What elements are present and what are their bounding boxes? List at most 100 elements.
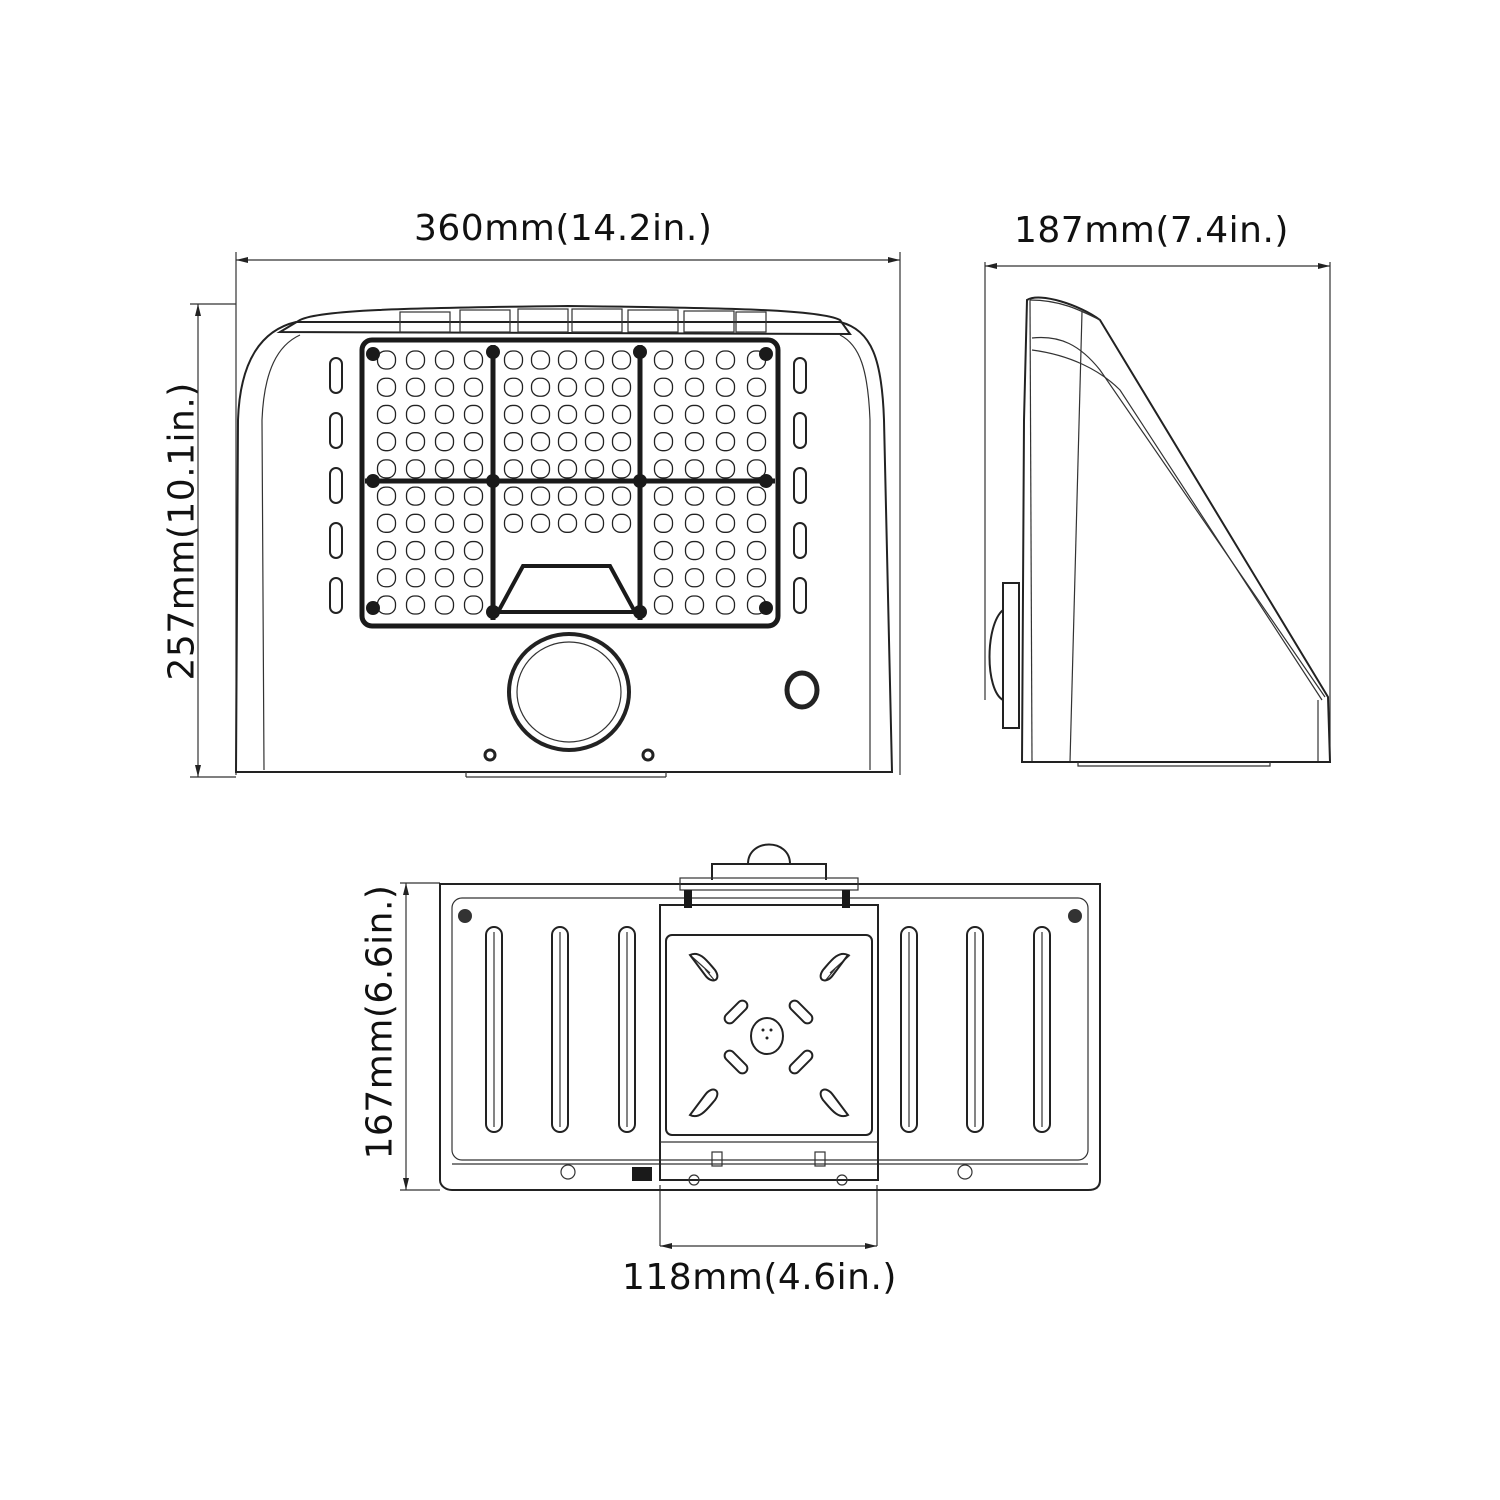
- led-chip: [530, 486, 551, 506]
- side-view: [988, 296, 1332, 767]
- led-chip: [584, 486, 605, 506]
- led-chip: [434, 540, 455, 561]
- led-chip: [653, 459, 674, 479]
- led-chip: [746, 568, 767, 588]
- led-chip: [557, 486, 578, 506]
- led-chip: [503, 513, 524, 533]
- side-depth-dimension-line: [984, 262, 1331, 762]
- led-chip: [463, 404, 484, 425]
- photocell: [784, 670, 820, 710]
- led-chip: [376, 459, 397, 479]
- led-chip: [715, 350, 736, 370]
- led-chip: [503, 350, 524, 370]
- led-chip: [503, 377, 524, 397]
- led-chip: [463, 540, 484, 561]
- led-chip: [463, 459, 484, 479]
- led-chip: [434, 459, 455, 479]
- led-chip: [715, 540, 736, 561]
- led-chip: [503, 459, 524, 479]
- led-chip: [463, 568, 484, 588]
- bracket-width-dimension-line: [659, 1185, 878, 1249]
- led-chip: [584, 377, 605, 397]
- front-view: [234, 304, 894, 778]
- led-chip: [715, 404, 736, 425]
- led-chip: [653, 568, 674, 588]
- led-chip: [434, 350, 455, 370]
- led-chip: [715, 486, 736, 506]
- led-chip: [746, 486, 767, 506]
- led-chip: [684, 540, 705, 561]
- led-chip: [376, 513, 397, 533]
- side-depth-label: 187mm(7.4in.): [1014, 210, 1289, 251]
- led-chip: [653, 486, 674, 506]
- front-sensor-lens: [507, 632, 631, 752]
- led-chip: [611, 350, 632, 370]
- led-chip: [653, 540, 674, 561]
- led-chip: [503, 486, 524, 506]
- led-chip: [376, 404, 397, 425]
- led-chip: [715, 377, 736, 397]
- led-chip: [557, 432, 578, 452]
- mounting-bracket: [659, 904, 879, 1181]
- led-chip: [715, 568, 736, 588]
- led-chip: [405, 486, 426, 506]
- led-chip: [684, 486, 705, 506]
- led-chip: [653, 432, 674, 452]
- led-chip: [584, 459, 605, 479]
- bottom-view: [439, 843, 1101, 1191]
- led-chip: [746, 540, 767, 561]
- led-chip: [557, 404, 578, 425]
- led-chip: [715, 459, 736, 479]
- led-chip: [684, 377, 705, 397]
- led-chip: [376, 350, 397, 370]
- led-chip: [405, 595, 426, 615]
- front-width-label: 360mm(14.2in.): [414, 208, 713, 249]
- led-chip: [684, 350, 705, 370]
- front-height-dimension-line: [190, 303, 236, 778]
- cap-fins: [399, 308, 767, 333]
- led-chip: [746, 459, 767, 479]
- led-chip: [530, 350, 551, 370]
- led-chip: [376, 377, 397, 397]
- led-chip: [376, 486, 397, 506]
- led-chip: [611, 432, 632, 452]
- led-chip: [463, 486, 484, 506]
- led-chip: [434, 432, 455, 452]
- led-chip: [463, 432, 484, 452]
- led-chip: [746, 513, 767, 533]
- side-motion-sensor: [988, 582, 1020, 729]
- led-chip: [405, 350, 426, 370]
- led-chip: [684, 432, 705, 452]
- led-chip: [684, 513, 705, 533]
- led-chip: [530, 404, 551, 425]
- led-chip: [434, 568, 455, 588]
- led-chip: [584, 350, 605, 370]
- led-chip: [503, 432, 524, 452]
- bottom-motion-sensor: [679, 843, 859, 908]
- front-width-dimension-line: [235, 252, 901, 775]
- led-chip: [434, 404, 455, 425]
- led-chip: [653, 377, 674, 397]
- led-chip: [653, 350, 674, 370]
- led-chip: [530, 432, 551, 452]
- led-chip: [463, 513, 484, 533]
- led-chip: [405, 404, 426, 425]
- led-chip: [611, 459, 632, 479]
- led-chip: [463, 595, 484, 615]
- led-chip: [405, 459, 426, 479]
- led-chip: [530, 513, 551, 533]
- led-chip: [653, 404, 674, 425]
- led-chip: [434, 513, 455, 533]
- led-chip: [530, 459, 551, 479]
- led-chip: [434, 486, 455, 506]
- led-chip: [557, 350, 578, 370]
- led-chip: [684, 595, 705, 615]
- led-chip: [611, 377, 632, 397]
- led-chip: [503, 404, 524, 425]
- led-chip: [557, 459, 578, 479]
- led-chip: [653, 513, 674, 533]
- led-chip: [611, 404, 632, 425]
- led-chip: [434, 377, 455, 397]
- led-chip: [653, 595, 674, 615]
- led-chip: [376, 432, 397, 452]
